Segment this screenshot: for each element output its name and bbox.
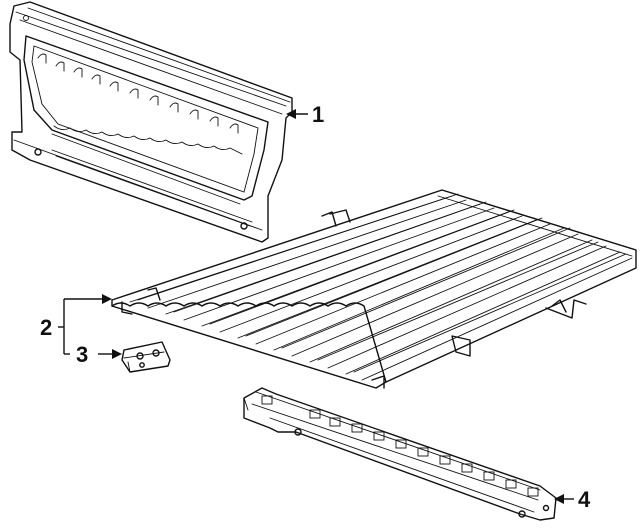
callout-4-label: 4 [578, 487, 591, 512]
floor-ribs [129, 193, 633, 381]
floor-panel [111, 189, 637, 389]
crossmember [243, 387, 557, 521]
callout-4: 4 [554, 487, 591, 512]
callout-3-label: 3 [76, 342, 88, 367]
callout-1-label: 1 [312, 102, 324, 127]
callout-1: 1 [286, 102, 324, 127]
crossmember-bosses [261, 395, 539, 497]
callout-2-label: 2 [40, 315, 52, 340]
panel-slots [37, 53, 239, 134]
bracket [121, 341, 171, 373]
rear-panel [9, 1, 293, 243]
callout-2: 2 [40, 294, 112, 354]
callout-3: 3 [64, 342, 122, 367]
